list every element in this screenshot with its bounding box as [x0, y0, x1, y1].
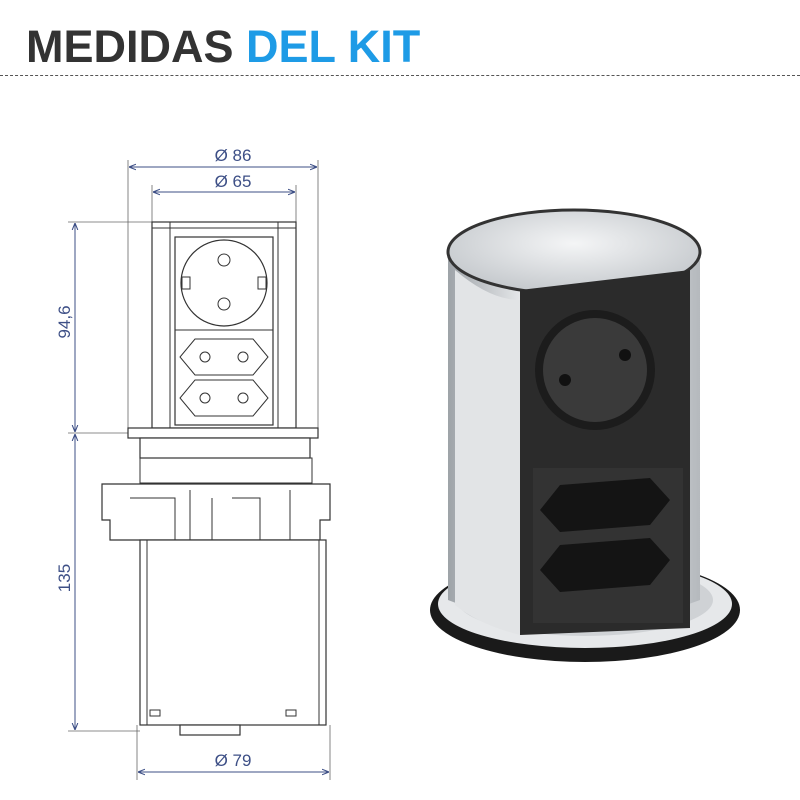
title-dark: MEDIDAS	[26, 21, 234, 72]
bottom-diameter-label: Ø 79	[215, 751, 252, 770]
dimension-outer-diameter: Ø 86	[127, 146, 319, 430]
body-height-label: 135	[55, 564, 74, 592]
dashed-divider	[0, 75, 800, 76]
socket-unit-drawing	[101, 221, 331, 736]
dimension-body-height: 135	[55, 434, 140, 732]
page-title: MEDIDAS DEL KIT	[26, 20, 420, 74]
dimension-top-height: 94,6	[55, 221, 152, 434]
inner-diameter-label: Ø 65	[215, 172, 252, 191]
title-blue: DEL KIT	[246, 21, 421, 72]
outer-diameter-label: Ø 86	[215, 146, 252, 165]
top-height-label: 94,6	[55, 305, 74, 338]
product-photo	[430, 208, 740, 662]
dimension-inner-diameter: Ø 65	[151, 172, 297, 222]
dimension-bottom-diameter: Ø 79	[136, 725, 331, 780]
